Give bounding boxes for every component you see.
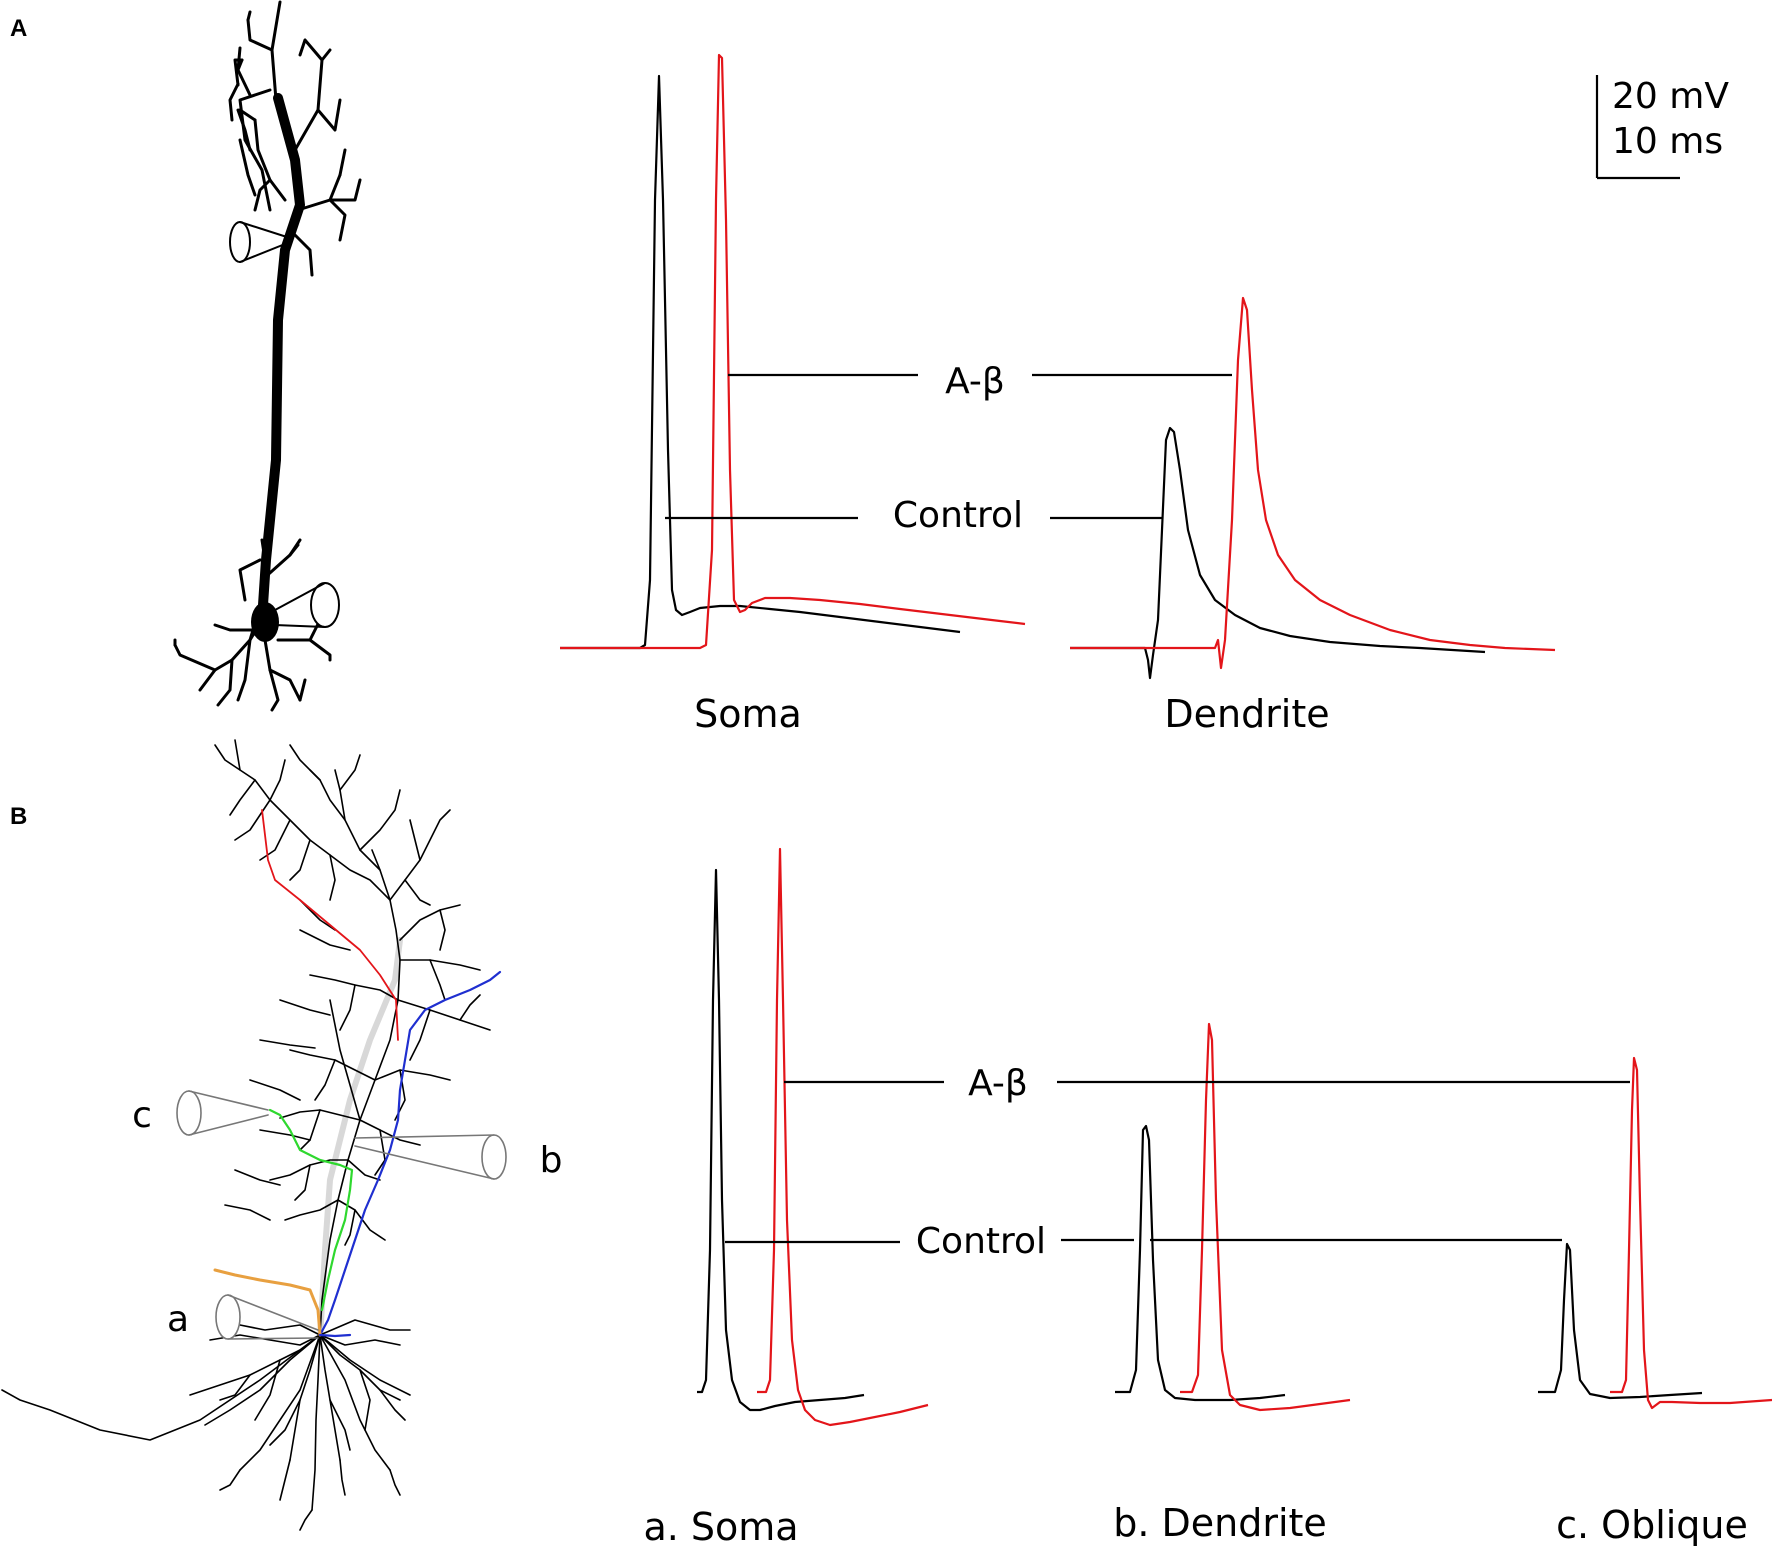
morph-b-blue [318, 970, 502, 1337]
panel-b-legend: A-β Control [725, 1063, 1630, 1262]
panel-a-label: A [10, 15, 27, 42]
a-dendrite-abeta-trace [1070, 296, 1556, 670]
b-dendrite-abeta-trace [1180, 1022, 1351, 1412]
scale-bar: 20 mV 10 ms [1595, 75, 1729, 180]
b-control-label: Control [916, 1221, 1046, 1262]
b-abeta-label: A-β [968, 1063, 1028, 1104]
scale-bar-voltage: 20 mV [1612, 76, 1729, 117]
b-electrode-label-a: a [167, 1299, 189, 1340]
a-title-soma: Soma [694, 692, 802, 736]
scale-bar-time: 10 ms [1612, 121, 1723, 162]
panel-a-traces [560, 53, 1556, 680]
b-soma-abeta-trace [757, 847, 929, 1427]
morph-apical-red [261, 809, 399, 1041]
a-control-label: Control [893, 495, 1023, 536]
panel-b-label: B [10, 803, 27, 830]
a-soma-control-trace [560, 74, 961, 650]
a-soma-abeta-trace [560, 53, 1026, 650]
b-soma-control-trace [697, 868, 865, 1412]
morph-a-orange [213, 1268, 322, 1337]
b-title-soma: a. Soma [643, 1505, 798, 1549]
b-dendrite-control-trace [1115, 1124, 1286, 1402]
panel-b-traces [697, 847, 1772, 1427]
panel-a-legend: A-β Control [665, 361, 1232, 536]
b-title-oblique: c. Oblique [1556, 1503, 1748, 1547]
neuron-b-morphology [1, 739, 507, 1531]
a-title-dendrite: Dendrite [1164, 692, 1329, 736]
morph-c-green [268, 1108, 354, 1312]
a-abeta-label: A-β [945, 361, 1005, 402]
b-electrode-label-c: c [132, 1095, 152, 1136]
b-oblique-abeta-trace [1610, 1056, 1772, 1410]
b-oblique-control-trace [1538, 1242, 1703, 1400]
neuron-a-morphology [173, 0, 362, 712]
a-dendrite-control-trace [1070, 426, 1486, 680]
b-title-dendrite: b. Dendrite [1113, 1501, 1327, 1545]
b-electrode-label-b: b [540, 1140, 563, 1181]
